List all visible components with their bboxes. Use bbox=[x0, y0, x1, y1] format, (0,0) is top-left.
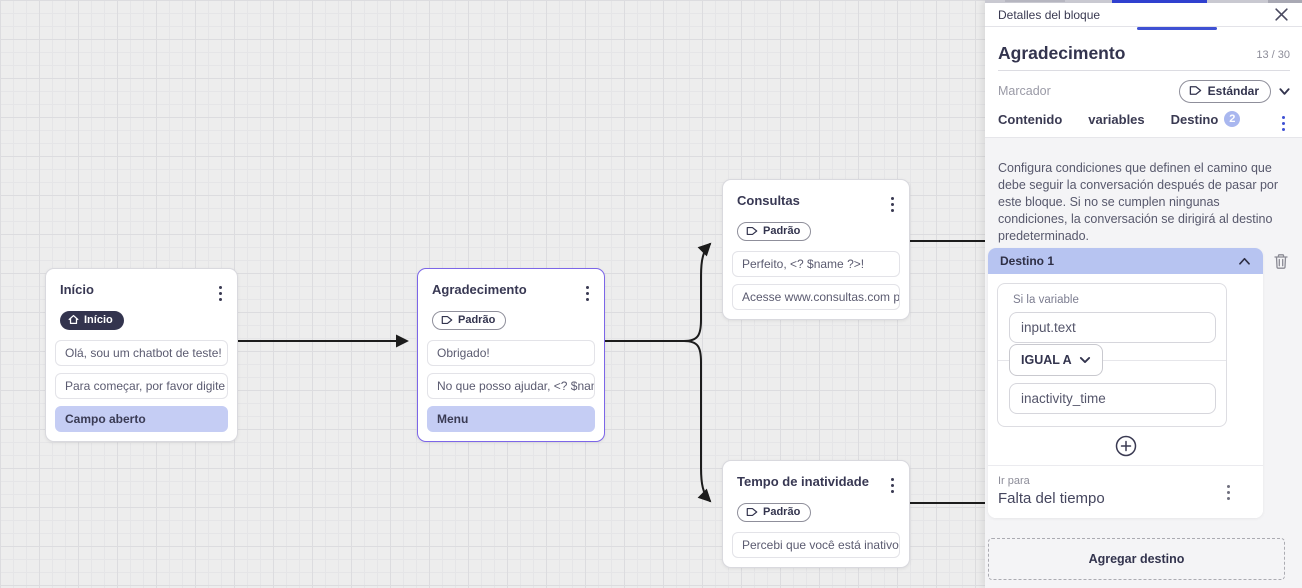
condition-divider bbox=[998, 360, 1226, 361]
char-counter: 13 / 30 bbox=[1256, 49, 1290, 61]
tab-variables[interactable]: variables bbox=[1088, 112, 1145, 127]
tag-icon bbox=[746, 226, 758, 235]
node-title: Início bbox=[60, 282, 94, 297]
operator-label: IGUAL A bbox=[1021, 353, 1072, 367]
message-bubble[interactable]: Obrigado! bbox=[427, 339, 595, 366]
condition-card: Si la variable IGUAL A bbox=[997, 283, 1227, 427]
active-tab-indicator bbox=[1137, 27, 1217, 30]
flow-node-agradecimento[interactable]: Agradecimento Padrão Obrigado! No que po… bbox=[417, 268, 605, 442]
tag-icon bbox=[441, 315, 453, 324]
top-toolbar-fragment bbox=[1005, 0, 1065, 2]
flow-node-tempo-inatividade[interactable]: Tempo de inatividade Padrão Percebi que … bbox=[722, 460, 910, 568]
tag-icon bbox=[746, 507, 758, 516]
message-bubble[interactable]: Acesse www.consultas.com par... bbox=[732, 283, 900, 310]
destino-1-header[interactable]: Destino 1 bbox=[988, 248, 1263, 274]
goto-section: Ir para Falta del tiempo bbox=[988, 466, 1263, 518]
goto-divider bbox=[988, 465, 1263, 466]
tag-icon bbox=[1189, 86, 1201, 95]
destino-1-card: Destino 1 Si la variable IGUAL A bbox=[988, 248, 1263, 518]
node-menu-icon[interactable] bbox=[216, 282, 225, 305]
estandar-dropdown[interactable]: Estándar bbox=[1178, 79, 1271, 103]
marcador-placeholder: Marcador bbox=[998, 84, 1051, 98]
destino-description: Configura condiciones que definen el cam… bbox=[998, 161, 1279, 243]
destino-count-badge: 2 bbox=[1224, 111, 1241, 127]
padrao-badge: Padrão bbox=[737, 502, 812, 522]
block-name-value: Agradecimento bbox=[998, 43, 1126, 63]
goto-value: Falta del tiempo bbox=[998, 490, 1105, 507]
chevron-up-icon[interactable] bbox=[1238, 256, 1251, 267]
node-menu-icon[interactable] bbox=[888, 474, 897, 497]
node-title: Consultas bbox=[737, 193, 800, 208]
goto-label: Ir para bbox=[998, 475, 1030, 487]
start-badge: Início bbox=[60, 310, 124, 330]
condition-value-input[interactable] bbox=[1009, 383, 1216, 414]
padrao-badge-label: Padrão bbox=[458, 313, 496, 326]
padrao-badge-label: Padrão bbox=[763, 505, 801, 518]
message-bubble[interactable]: Olá, sou um chatbot de teste! bbox=[55, 339, 228, 366]
top-toolbar-fragment bbox=[1268, 0, 1302, 3]
open-field-block[interactable]: Campo aberto bbox=[55, 405, 228, 432]
tabs-menu-icon[interactable] bbox=[1279, 112, 1288, 135]
condition-label: Si la variable bbox=[1013, 294, 1079, 306]
message-bubble[interactable]: Percebi que você está inativo. C... bbox=[732, 531, 900, 558]
add-condition-icon[interactable] bbox=[1115, 435, 1137, 462]
flow-node-consultas[interactable]: Consultas Padrão Perfeito, <? $name ?>! … bbox=[722, 179, 910, 320]
panel-title: Detalles del bloque bbox=[998, 7, 1101, 22]
add-destino-button[interactable]: Agregar destino bbox=[988, 538, 1285, 580]
home-icon bbox=[68, 315, 79, 325]
node-menu-icon[interactable] bbox=[583, 282, 592, 305]
start-badge-label: Início bbox=[84, 313, 113, 326]
node-title: Agradecimento bbox=[432, 282, 527, 297]
goto-menu-icon[interactable] bbox=[1224, 481, 1233, 504]
flow-node-inicio[interactable]: Início Início Olá, sou um chatbot de tes… bbox=[45, 268, 238, 442]
operator-dropdown[interactable]: IGUAL A bbox=[1009, 344, 1103, 376]
message-bubble[interactable]: Perfeito, <? $name ?>! bbox=[732, 250, 900, 277]
chevron-down-icon bbox=[1079, 357, 1090, 363]
padrao-badge-label: Padrão bbox=[763, 224, 801, 237]
message-bubble[interactable]: No que posso ajudar, <? $name ... bbox=[427, 372, 595, 399]
message-bubble[interactable]: Para começar, por favor digite o ... bbox=[55, 372, 228, 399]
condition-variable-input[interactable] bbox=[1009, 312, 1216, 343]
delete-destino-icon[interactable] bbox=[1273, 253, 1289, 275]
tab-contenido[interactable]: Contenido bbox=[998, 112, 1063, 127]
flow-canvas[interactable]: Início Início Olá, sou um chatbot de tes… bbox=[0, 0, 985, 588]
block-details-panel: Detalles del bloque Agradecimento 13 / 3… bbox=[985, 0, 1302, 588]
padrao-badge: Padrão bbox=[432, 310, 507, 330]
estandar-label: Estándar bbox=[1207, 83, 1259, 98]
padrao-badge: Padrão bbox=[737, 221, 812, 241]
menu-block[interactable]: Menu bbox=[427, 405, 595, 432]
tab-destino[interactable]: Destino 2 bbox=[1171, 108, 1241, 137]
node-menu-icon[interactable] bbox=[888, 193, 897, 216]
block-name-field[interactable]: Agradecimento 13 / 30 bbox=[998, 38, 1290, 71]
destino-1-title: Destino 1 bbox=[1000, 254, 1055, 268]
close-icon[interactable] bbox=[1274, 7, 1289, 22]
node-title: Tempo de inatividade bbox=[737, 474, 869, 489]
top-toolbar-active-tab-fragment bbox=[1112, 0, 1207, 3]
chevron-down-icon[interactable] bbox=[1278, 85, 1291, 98]
